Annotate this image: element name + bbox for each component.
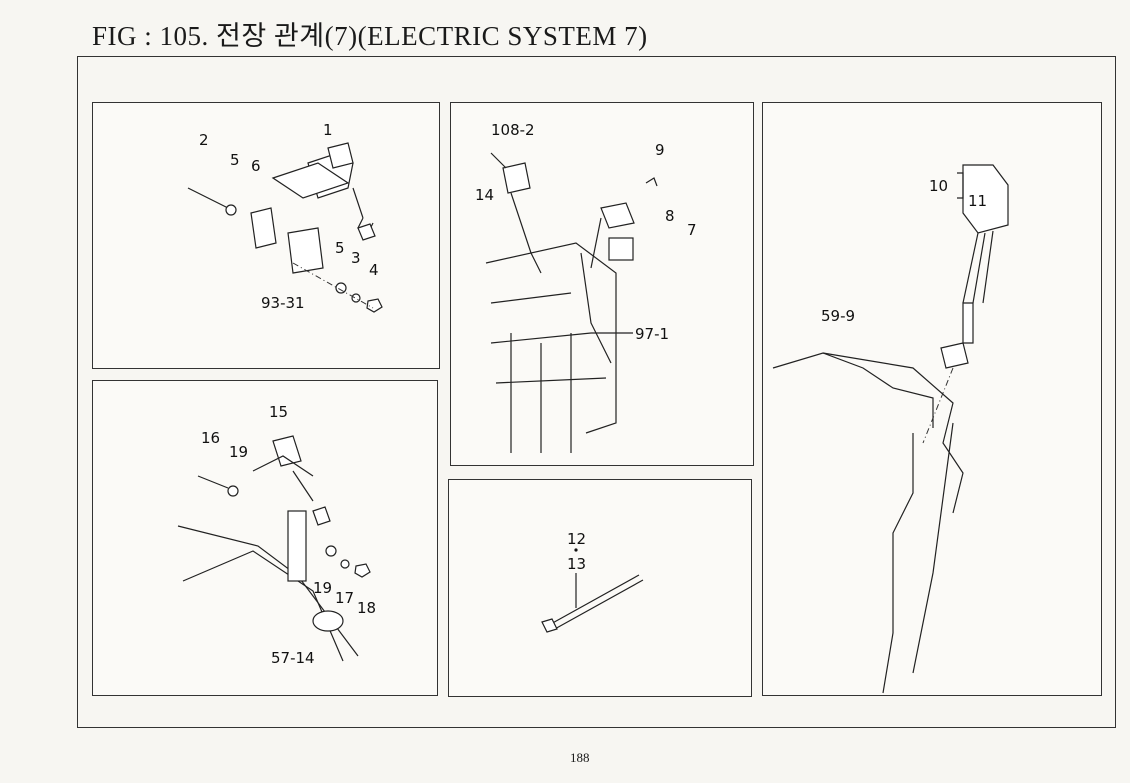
callout-18: 18 bbox=[357, 599, 376, 617]
callout-11: 11 bbox=[968, 192, 987, 210]
callout-15: 15 bbox=[269, 403, 288, 421]
callout-16: 16 bbox=[201, 429, 220, 447]
callout-8: 8 bbox=[665, 207, 675, 225]
callout-57-14: 57-14 bbox=[271, 649, 315, 667]
callout-108-2: 108-2 bbox=[491, 121, 535, 139]
callout-5b: 5 bbox=[335, 239, 345, 257]
panel-lever-switch: 10 11 59-9 bbox=[762, 102, 1102, 696]
callout-59-9: 59-9 bbox=[821, 307, 855, 325]
callout-19b: 19 bbox=[313, 579, 332, 597]
callout-2: 2 bbox=[199, 131, 209, 149]
callout-3: 3 bbox=[351, 249, 361, 267]
panel-cable-tie: 12 13 bbox=[448, 479, 752, 697]
panel-buzzer-assembly: 108-2 14 9 8 7 97-1 bbox=[450, 102, 754, 466]
callout-10: 10 bbox=[929, 177, 948, 195]
callout-19a: 19 bbox=[229, 443, 248, 461]
callout-97-1: 97-1 bbox=[635, 325, 669, 343]
callout-9: 9 bbox=[655, 141, 665, 159]
cable-tie-drawing: 12 13 bbox=[541, 530, 644, 633]
callout-13: 13 bbox=[567, 555, 586, 573]
panel-pedal-switch: 15 16 19 19 17 18 57-14 bbox=[92, 380, 438, 696]
switch-assembly-drawing: 1 2 5 6 5 3 4 93-31 bbox=[187, 121, 383, 313]
callout-12: 12 bbox=[567, 530, 586, 548]
callout-4: 4 bbox=[369, 261, 379, 279]
figure-title: FIG : 105. 전장 관계(7)(ELECTRIC SYSTEM 7) bbox=[92, 21, 648, 51]
callout-17: 17 bbox=[335, 589, 354, 607]
callout-7: 7 bbox=[687, 221, 697, 239]
callout-1: 1 bbox=[323, 121, 333, 139]
callout-6: 6 bbox=[251, 157, 261, 175]
page-number: 188 bbox=[570, 750, 590, 765]
callout-14: 14 bbox=[475, 186, 494, 204]
panel-switch-assembly: 1 2 5 6 5 3 4 93-31 bbox=[92, 102, 440, 369]
figure-frame bbox=[77, 56, 1116, 728]
callout-93-31: 93-31 bbox=[261, 294, 305, 312]
buzzer-assembly-drawing: 108-2 14 9 8 7 97-1 bbox=[475, 121, 697, 453]
pedal-switch-drawing: 15 16 19 19 17 18 57-14 bbox=[177, 403, 376, 667]
lever-switch-drawing: 10 11 59-9 bbox=[772, 164, 1009, 694]
callout-5a: 5 bbox=[230, 151, 240, 169]
